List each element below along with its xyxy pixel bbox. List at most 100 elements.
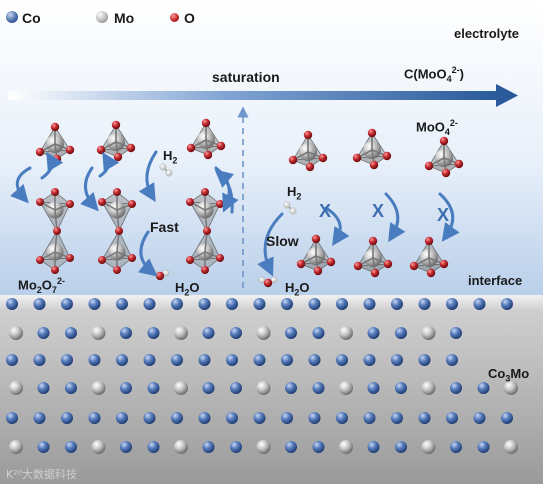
co-atom xyxy=(281,354,293,366)
fast-label: Fast xyxy=(150,219,179,235)
h2-molecule xyxy=(159,163,173,177)
mo-atom xyxy=(174,381,188,395)
co3mo-label: Co3Mo xyxy=(488,367,529,384)
co-atom xyxy=(253,354,266,366)
co-atom xyxy=(120,382,132,394)
concentration-sup: 2- xyxy=(451,65,460,75)
co-atom xyxy=(363,412,376,424)
co-atom xyxy=(281,298,293,310)
co-atom xyxy=(395,327,407,339)
moo4-tetrahedron xyxy=(424,136,464,178)
moo4-label: MoO42- xyxy=(416,119,458,137)
co-atom xyxy=(116,412,128,424)
co-atom xyxy=(367,382,380,394)
co-atom xyxy=(226,412,238,424)
mo-atom xyxy=(91,440,106,454)
h2o-right-label: H2O xyxy=(285,281,310,298)
co-atom xyxy=(501,298,513,310)
moo4-tetrahedron xyxy=(352,128,392,170)
moo4-tetrahedron xyxy=(96,120,136,162)
blocked-mark-2: X xyxy=(372,201,385,221)
co-atom xyxy=(391,412,403,424)
h2-molecule xyxy=(283,201,297,215)
blocked-mark-1: X xyxy=(319,201,332,221)
co-atom xyxy=(171,298,183,310)
co-atom xyxy=(450,327,462,339)
co-atom xyxy=(33,354,46,366)
co-atom xyxy=(33,298,46,310)
co-atom xyxy=(198,412,211,424)
h2-right-label: H2 xyxy=(287,185,301,202)
co-atom xyxy=(308,412,321,424)
co-atom xyxy=(336,298,348,310)
mo-atom xyxy=(256,440,271,454)
co-atom xyxy=(37,441,50,453)
co-atom xyxy=(308,354,321,366)
interface-label: interface xyxy=(468,273,523,288)
mo2o7-dimer xyxy=(98,188,136,274)
h2-right-main: H xyxy=(287,184,297,199)
legend-mo-label: Mo xyxy=(114,10,135,26)
co-atom xyxy=(395,382,407,394)
legend-co-dot xyxy=(6,11,18,23)
co-atom xyxy=(230,327,242,339)
mo-atom xyxy=(339,381,353,395)
co-atom xyxy=(116,354,128,366)
h2o-left-end: O xyxy=(189,280,200,295)
co-atom xyxy=(363,298,376,310)
co-atom xyxy=(363,354,376,366)
co-atom xyxy=(418,412,431,424)
mo-atom xyxy=(421,440,436,454)
legend-o-label: O xyxy=(184,10,195,26)
co-atom xyxy=(61,412,73,424)
co-atom xyxy=(33,412,46,424)
co-atom xyxy=(418,354,431,366)
moo4-tetrahedron xyxy=(353,236,393,278)
co-atom xyxy=(446,298,458,310)
h2o-right-end: O xyxy=(299,280,310,295)
moo4-tetrahedron xyxy=(35,122,75,164)
co-atom xyxy=(198,298,211,310)
co-atom xyxy=(143,412,156,424)
co-atom xyxy=(230,441,242,453)
co-atom xyxy=(477,441,490,453)
moo4-sup: 2- xyxy=(449,118,458,128)
co-atom xyxy=(312,382,325,394)
h2o-left-main: H xyxy=(175,280,185,295)
co3mo-end: Mo xyxy=(510,366,530,381)
co-atom xyxy=(143,298,156,310)
co-atom xyxy=(65,441,77,453)
co-atom xyxy=(446,412,458,424)
co-atom xyxy=(65,327,77,339)
mo-atom xyxy=(9,440,23,454)
moo4-tetrahedron xyxy=(296,234,336,276)
mo-atom xyxy=(421,381,436,395)
co-atom xyxy=(395,441,407,453)
co-atom xyxy=(336,412,348,424)
reaction-arrows xyxy=(10,150,460,277)
co-atom xyxy=(202,327,215,339)
concentration-sub: 4 xyxy=(446,73,452,84)
mo-atom xyxy=(91,381,106,395)
co-atom xyxy=(37,382,50,394)
co-atom xyxy=(61,298,73,310)
co-atom xyxy=(171,354,183,366)
mo-atom xyxy=(504,381,518,395)
co-atom xyxy=(61,354,73,366)
concentration-label: C(MoO42-) xyxy=(404,66,464,84)
co-atom xyxy=(6,354,18,366)
legend-co-label: Co xyxy=(22,10,41,26)
h2o-right-main: H xyxy=(285,280,295,295)
co-atom xyxy=(88,298,101,310)
mo-atom xyxy=(339,326,353,340)
saturation-arrow xyxy=(8,84,518,107)
co-atom xyxy=(88,412,101,424)
moo4-sub: 4 xyxy=(444,126,450,137)
co-atom xyxy=(367,441,380,453)
legend-mo-dot xyxy=(96,11,108,23)
h2-left-label: H2 xyxy=(163,149,177,166)
h2o-left-sub: 2 xyxy=(184,287,190,298)
co3mo-sub: 3 xyxy=(505,373,511,384)
electrolyte-label: electrolyte xyxy=(454,26,520,41)
co-atom xyxy=(418,298,431,310)
